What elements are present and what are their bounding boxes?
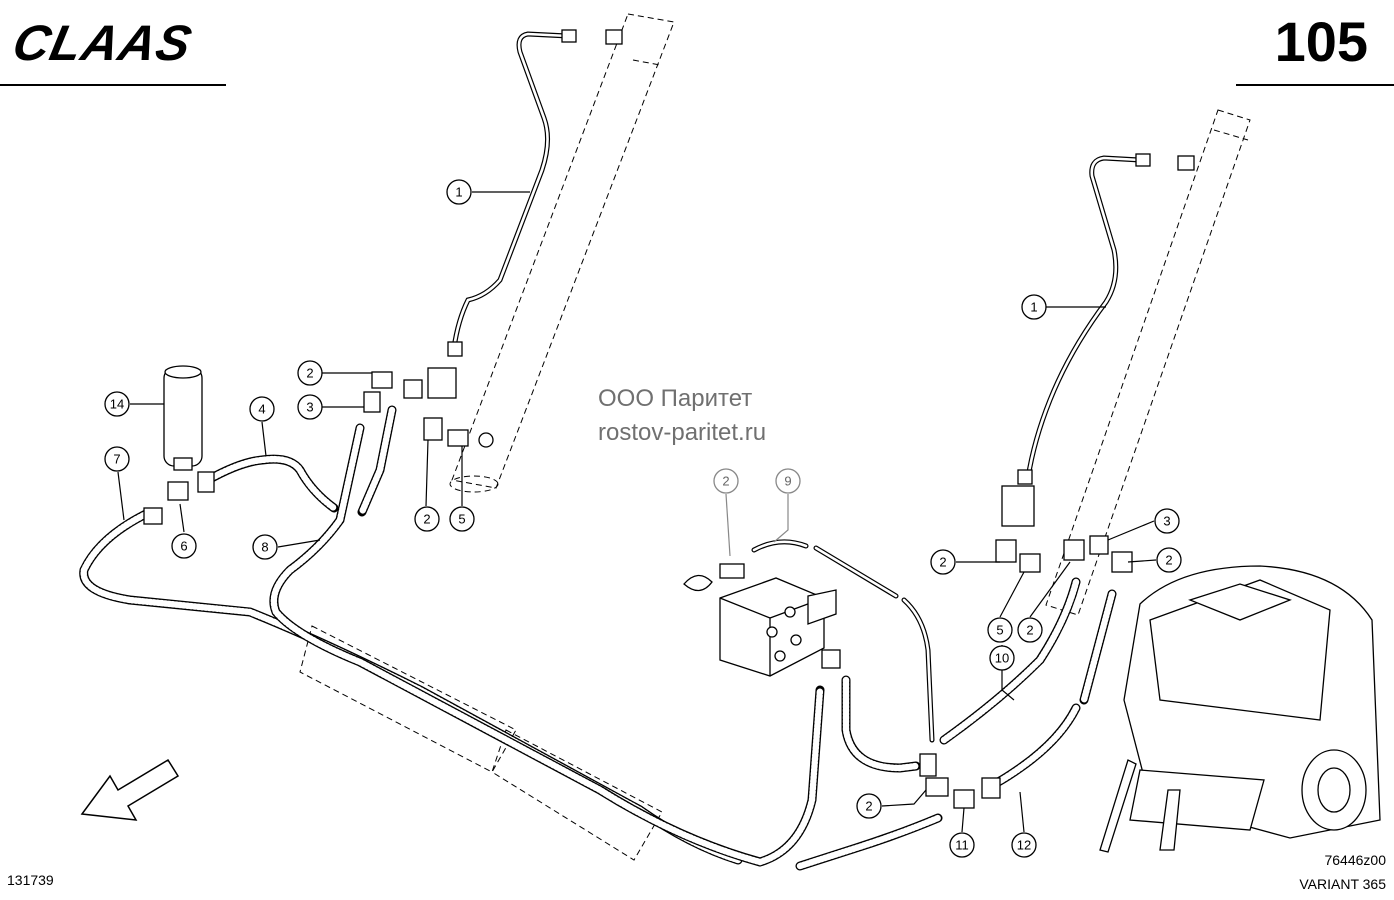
hoses (79, 405, 1117, 871)
drawing-reference: 131739 (7, 872, 54, 888)
svg-text:14: 14 (110, 397, 124, 412)
callout-8[interactable]: 8 (252, 534, 278, 560)
callout-2-right[interactable]: 2 (1156, 547, 1182, 573)
svg-text:9: 9 (784, 474, 791, 489)
callout-2-bottom[interactable]: 2 (856, 793, 882, 819)
svg-text:2: 2 (1026, 623, 1033, 638)
watermark: ООО Паритет rostov-paritet.ru (598, 382, 766, 450)
callout-6[interactable]: 6 (171, 533, 197, 559)
callout-2-mid[interactable]: 2 (930, 549, 956, 575)
callout-5-right[interactable]: 5 (987, 617, 1013, 643)
pipe-right (1025, 153, 1195, 481)
svg-text:2: 2 (306, 366, 313, 381)
callout-2-top[interactable]: 2 (297, 360, 323, 386)
watermark-company: ООО Паритет (598, 385, 753, 412)
svg-text:1: 1 (455, 185, 462, 200)
callout-3-top[interactable]: 3 (297, 394, 323, 420)
svg-text:5: 5 (996, 623, 1003, 638)
header-rule-right (1236, 84, 1394, 86)
model-name: VARIANT 365 (1299, 876, 1386, 892)
page-number: 105 (1274, 10, 1368, 73)
callout-1[interactable]: 1 (446, 179, 472, 205)
svg-text:6: 6 (180, 539, 187, 554)
svg-text:11: 11 (955, 838, 969, 853)
figure-info: 76446z00 VARIANT 365 (1299, 848, 1386, 896)
callout-12[interactable]: 12 (1011, 832, 1037, 858)
svg-text:2: 2 (939, 555, 946, 570)
pipe-left (451, 29, 623, 351)
callout-2-lower[interactable]: 2 (1017, 617, 1043, 643)
callout-3-right[interactable]: 3 (1154, 508, 1180, 534)
pipe-9 (751, 539, 935, 743)
leader-lines (117, 191, 1157, 833)
right-cylinder (1045, 109, 1251, 616)
valve-block (683, 563, 837, 677)
watermark-website: rostov-paritet.ru (598, 419, 767, 446)
callout-10[interactable]: 10 (989, 645, 1015, 671)
callout-11[interactable]: 11 (949, 832, 975, 858)
callout-2-left[interactable]: 2 (414, 506, 440, 532)
direction-arrow (80, 758, 180, 821)
svg-text:2: 2 (423, 512, 430, 527)
header-rule-left (0, 84, 226, 86)
callout-5-left[interactable]: 5 (449, 506, 475, 532)
callout-2-grey[interactable]: 2 (713, 468, 739, 494)
svg-text:4: 4 (258, 402, 265, 417)
callout-4[interactable]: 4 (249, 396, 275, 422)
fittings (143, 341, 1133, 809)
svg-text:2: 2 (722, 474, 729, 489)
callout-9[interactable]: 9 (775, 468, 801, 494)
callout-1-right[interactable]: 1 (1021, 294, 1047, 320)
svg-text:3: 3 (306, 400, 313, 415)
callout-14[interactable]: 14 (104, 391, 130, 417)
guard-tubes (299, 625, 663, 861)
svg-text:7: 7 (113, 452, 120, 467)
left-cylinder (449, 13, 675, 493)
svg-text:3: 3 (1163, 514, 1170, 529)
svg-text:5: 5 (458, 512, 465, 527)
callout-7[interactable]: 7 (104, 446, 130, 472)
svg-text:2: 2 (865, 799, 872, 814)
svg-text:8: 8 (261, 540, 268, 555)
figure-code: 76446z00 (1324, 852, 1386, 868)
svg-text:2: 2 (1165, 553, 1172, 568)
svg-text:1: 1 (1030, 300, 1037, 315)
svg-text:10: 10 (995, 651, 1009, 666)
baler-machine (1099, 565, 1381, 853)
svg-text:12: 12 (1017, 838, 1031, 853)
